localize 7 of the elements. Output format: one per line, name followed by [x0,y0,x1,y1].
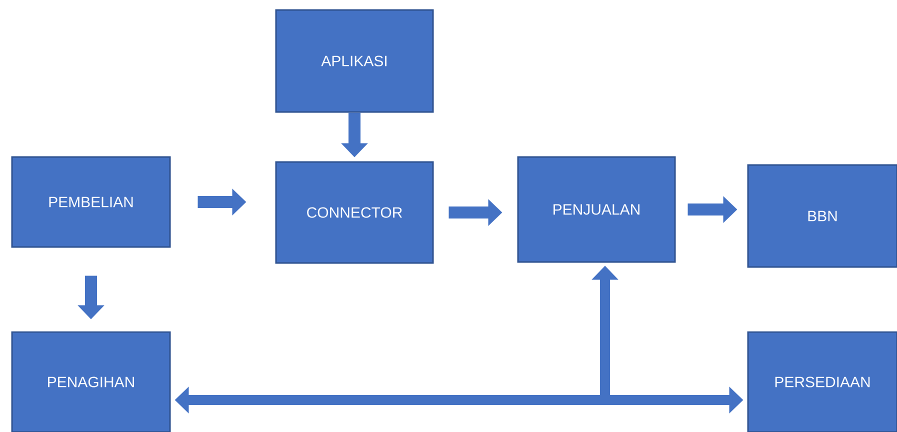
process-box: PENJUALAN [517,156,676,263]
process-box: CONNECTOR [275,161,434,264]
process-box: PENAGIHAN [11,331,171,432]
process-box: APLIKASI [275,9,434,113]
process-box: BBN [747,164,897,268]
process-box: PERSEDIAAN [747,331,897,432]
process-box: PEMBELIAN [11,156,171,248]
